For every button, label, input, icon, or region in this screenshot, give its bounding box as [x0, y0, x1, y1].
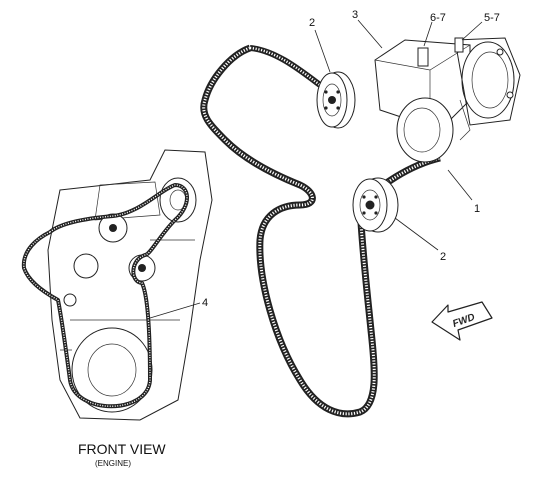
alternator-assembly — [374, 37, 521, 163]
callout-4: 4 — [149, 297, 208, 319]
svg-text:3: 3 — [352, 9, 358, 21]
callout-2-upper: 2 — [309, 17, 331, 73]
idler-pulley-upper — [316, 71, 356, 129]
front-view-subtitle: (ENGINE) — [95, 459, 131, 468]
svg-text:2: 2 — [309, 17, 315, 29]
callout-2-lower: 2 — [394, 217, 446, 263]
serpentine-belt — [200, 44, 441, 418]
svg-text:4: 4 — [202, 297, 208, 309]
callout-3: 3 — [352, 9, 383, 49]
callout-6-7: 6-7 — [423, 12, 446, 47]
forward-direction-arrow: FWD — [431, 301, 493, 341]
front-view-title: FRONT VIEW — [78, 441, 166, 457]
svg-text:1: 1 — [474, 203, 480, 215]
front-view-belt — [21, 183, 189, 409]
callout-1: 1 — [447, 169, 480, 215]
svg-text:2: 2 — [440, 251, 446, 263]
svg-text:6-7: 6-7 — [430, 12, 446, 24]
callout-5-7: 5-7 — [461, 12, 500, 41]
svg-text:5-7: 5-7 — [484, 12, 500, 24]
idler-pulley-lower — [352, 177, 399, 233]
